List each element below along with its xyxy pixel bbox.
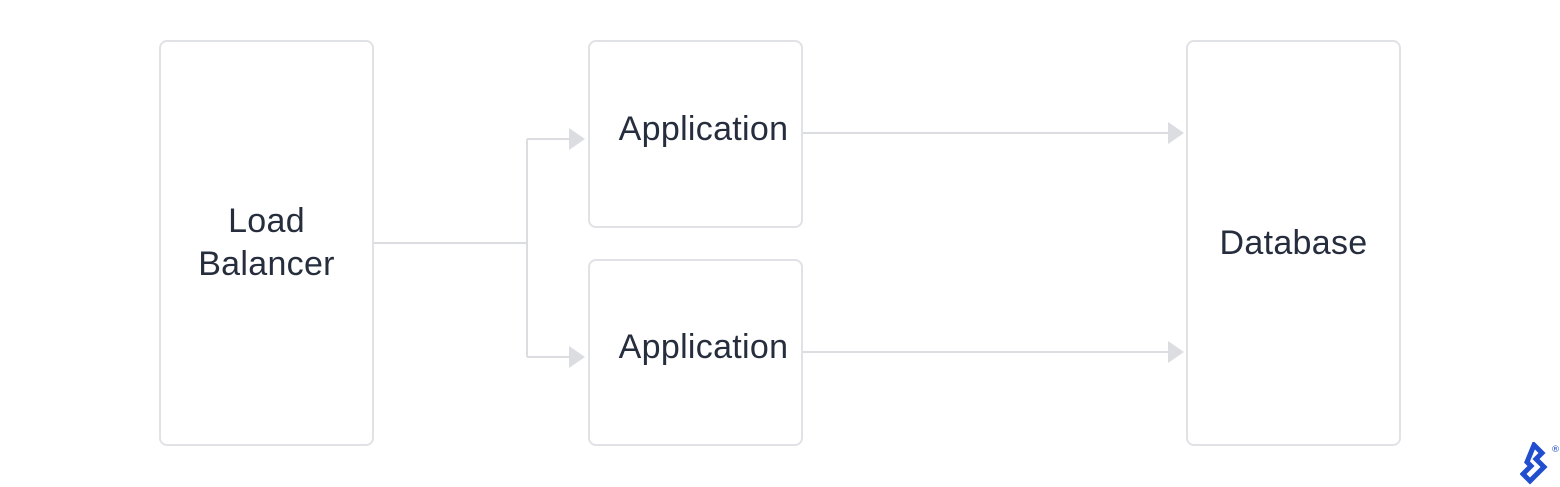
application-1-label: Application	[618, 109, 789, 148]
application-node-2: Application	[588, 259, 803, 446]
edge-load-balancer-to-applications	[374, 138, 571, 358]
load-balancer-node: Load Balancer	[159, 40, 374, 446]
logo-mark	[1520, 442, 1548, 485]
load-balancer-label-line-2: Balancer	[198, 245, 335, 283]
arrowhead-to-application-1	[569, 128, 585, 150]
application-2-label: Application	[618, 328, 789, 366]
arrowhead-to-database-2	[1168, 341, 1184, 363]
database-node: Database	[1186, 40, 1401, 446]
arrowhead-to-application-2	[569, 346, 585, 368]
load-balancer-label-line-1: Load	[228, 202, 305, 240]
registered-mark: ®	[1551, 445, 1560, 455]
database-label: Database	[1219, 223, 1368, 262]
load-balancer-label: Load Balancer	[198, 200, 335, 286]
toptal-logo-icon: ®	[1520, 442, 1560, 485]
arrowhead-to-database-1	[1168, 122, 1184, 144]
application-node-1: Application	[588, 40, 803, 228]
